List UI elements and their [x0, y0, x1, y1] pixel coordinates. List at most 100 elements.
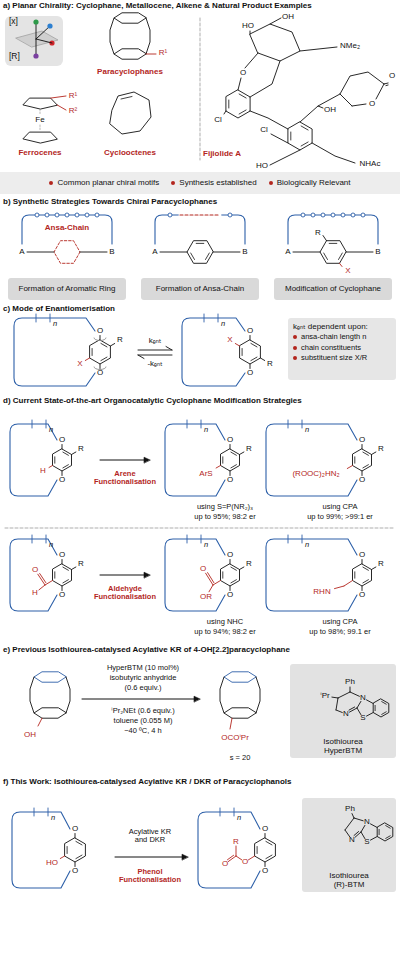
benzene-ring — [354, 457, 355, 463]
atom-label: n — [204, 426, 208, 434]
label-text: up to 99%; >99:1 er — [307, 513, 373, 521]
ansa-chain — [182, 318, 245, 386]
arene-ring — [34, 672, 66, 682]
benzene-ring — [255, 838, 276, 862]
bond-line — [340, 263, 343, 266]
label-text: −40 ºC, 4 h — [124, 727, 162, 735]
node-text: [R] — [9, 52, 20, 62]
label-text: Acylative KR and DKR — [127, 828, 173, 845]
bond-line — [110, 344, 114, 347]
label-text: up to 95%; 98:2 er — [194, 513, 255, 521]
benzene-ring — [54, 572, 55, 578]
bond-line — [160, 252, 187, 253]
atom-label: X — [77, 360, 82, 369]
bond-line — [85, 358, 89, 361]
atom-label: R¹ — [69, 92, 77, 101]
ethano-bridge — [66, 677, 70, 713]
atom-label: n — [221, 320, 225, 328]
node-text: chain constituents — [293, 344, 391, 353]
atom-label: O — [262, 867, 268, 876]
fe-bond — [40, 109, 41, 115]
node-text: ansa-chain length n — [293, 333, 391, 342]
bond-line — [352, 104, 366, 106]
node-text: HyperBTM — [324, 746, 362, 755]
cyclopentadienyl-ring — [23, 98, 57, 109]
label-text: up to 98%; 99.1 er — [309, 628, 370, 636]
chain-bead — [35, 213, 39, 217]
bond-line — [372, 452, 376, 455]
bond-line — [209, 585, 213, 592]
benzene-ring — [363, 465, 369, 468]
bond-line — [367, 700, 374, 704]
bond-line — [40, 574, 46, 583]
kent-factor-box: kₑₙₜ dependent upon:ansa-chain length nc… — [288, 318, 396, 380]
cyclohexane-ring — [250, 24, 300, 61]
node-text: (R)-BTM — [334, 880, 365, 889]
atom-label: O — [59, 591, 65, 600]
bond-line — [236, 856, 242, 860]
atom-label: R — [246, 560, 252, 569]
benzene-ring — [257, 847, 258, 854]
chain-bead — [228, 213, 232, 217]
bond-line — [62, 445, 63, 450]
bond-line — [250, 336, 251, 341]
chain-bead — [301, 213, 305, 217]
bond-line — [293, 252, 320, 253]
atom-label: O — [72, 867, 78, 876]
atom-label: ⁱPr — [320, 692, 329, 701]
fijiolide-structure — [224, 18, 388, 165]
substituent-dot — [33, 53, 38, 58]
bond-line — [36, 39, 52, 43]
repeat-bracket — [234, 808, 235, 816]
atom-label: Ph — [345, 805, 355, 814]
benzene-ring — [65, 838, 86, 862]
bond-line — [75, 834, 76, 839]
ansa-chain — [155, 215, 245, 244]
atom-label: (ROOC)₂HN₂ — [292, 470, 339, 479]
reaction-arrow — [115, 857, 184, 858]
node-text: Modification of Cyclophane — [285, 284, 381, 293]
bond-line — [361, 825, 365, 832]
bond-line — [224, 111, 226, 114]
benzene-ring — [266, 841, 272, 845]
atom-label: N — [343, 710, 349, 719]
atom-label: HO — [242, 22, 254, 31]
benzene-ring — [363, 567, 369, 570]
benzene-ring — [353, 449, 372, 471]
bond-line — [336, 698, 338, 710]
atom-label: RHN — [313, 588, 330, 597]
atom-label: n — [49, 426, 53, 434]
repeat-bracket — [201, 535, 202, 543]
bond-line — [344, 581, 353, 587]
bond-line — [350, 708, 358, 712]
atom-label: R¹ — [159, 49, 167, 58]
arene-ring — [114, 13, 146, 23]
benzene-ring — [196, 243, 204, 244]
arene-ring — [224, 672, 256, 682]
chirality-plane — [16, 31, 58, 47]
arene-ring — [290, 132, 291, 140]
atom-label: B — [109, 248, 114, 257]
benzene-ring — [221, 449, 240, 471]
atom-label: -kₑₙₜ — [147, 360, 162, 369]
node-text: Formation of Aromatic Ring — [19, 284, 116, 293]
atom-label: A — [285, 248, 290, 257]
fe-bond — [40, 125, 41, 131]
chain-gap — [180, 214, 220, 217]
repeat-bracket — [36, 314, 37, 322]
label-text: (0.6 equiv.) — [125, 684, 162, 692]
atom-label: R — [78, 445, 84, 454]
cyclopentadienyl-ring — [23, 132, 57, 143]
panel-heading: f) This Work: Isothiourea-catalysed Acyl… — [3, 778, 397, 787]
bond-line — [357, 701, 361, 708]
bond-line — [49, 466, 53, 468]
label-text: Fijiolide A — [203, 150, 241, 159]
ansa-chain — [288, 215, 378, 244]
atom-label: O — [97, 327, 103, 336]
benzene-ring — [76, 841, 82, 845]
chain-bead — [311, 213, 315, 217]
atom-label: n — [204, 541, 208, 549]
atom-label: O — [242, 858, 248, 867]
atom-label: B — [375, 248, 380, 257]
bond-line — [39, 585, 45, 590]
